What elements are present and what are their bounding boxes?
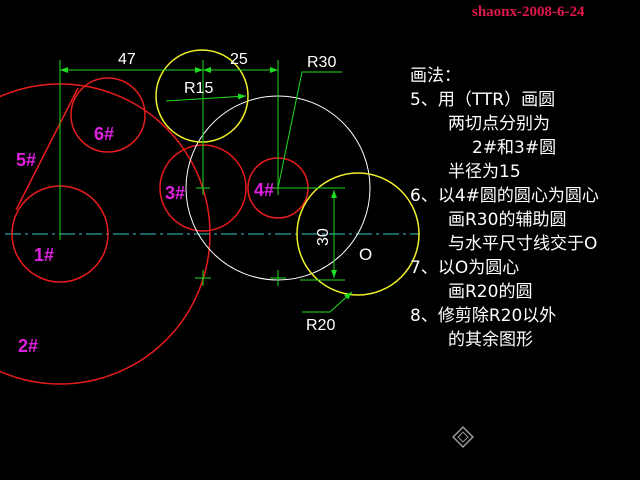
steps-heading: 画法： — [410, 66, 461, 86]
circle-r20 — [296, 172, 420, 296]
dim-r20-label: R20 — [306, 317, 335, 334]
fit-view-icon[interactable] — [452, 426, 474, 453]
tangent-line-5 — [15, 87, 79, 211]
step-6-line-3: 与水平尺寸线交于O — [448, 234, 598, 254]
dimension-horizontal — [59, 60, 279, 240]
leader-r20 — [302, 291, 353, 313]
label-5: 5# — [16, 150, 36, 170]
dim-30-label: 30 — [315, 228, 332, 246]
step-5-line-3: 2#和3#圆 — [472, 138, 557, 158]
circle-r15 — [155, 49, 249, 143]
author-watermark: shaonx-2008-6-24 — [472, 4, 585, 20]
dim-r15-label: R15 — [184, 80, 213, 97]
step-5-line-4: 半径为15 — [448, 162, 521, 182]
label-1: 1# — [34, 245, 54, 265]
dim-r30-label: R30 — [307, 54, 336, 71]
step-5-line-1: 5、用（TTR）画圆 — [410, 90, 556, 110]
drawing-steps: 画法： 5、用（TTR）画圆 两切点分别为 2#和3#圆 半径为15 6、以4#… — [410, 64, 638, 352]
step-7-line-1: 7、以O为圆心 — [410, 258, 520, 278]
step-8-line-1: 8、修剪除R20以外 — [410, 306, 557, 326]
dim-47-label: 47 — [118, 51, 136, 68]
circle-6 — [70, 77, 146, 153]
step-7-line-2: 画R20的圆 — [448, 282, 533, 302]
label-2: 2# — [18, 336, 38, 356]
label-4: 4# — [254, 180, 274, 200]
step-8-line-2: 的其余图形 — [448, 330, 533, 350]
step-5-line-2: 两切点分别为 — [448, 114, 550, 134]
leader-r15 — [165, 93, 247, 102]
step-6-line-2: 画R30的辅助圆 — [448, 210, 567, 230]
label-3: 3# — [165, 183, 185, 203]
dimension-vertical — [282, 187, 345, 281]
leader-r30 — [277, 71, 342, 189]
point-o-label: O — [359, 245, 372, 264]
label-6: 6# — [94, 124, 114, 144]
step-6-line-1: 6、以4#圆的圆心为圆心 — [410, 186, 599, 206]
dim-25-label: 25 — [230, 51, 248, 68]
